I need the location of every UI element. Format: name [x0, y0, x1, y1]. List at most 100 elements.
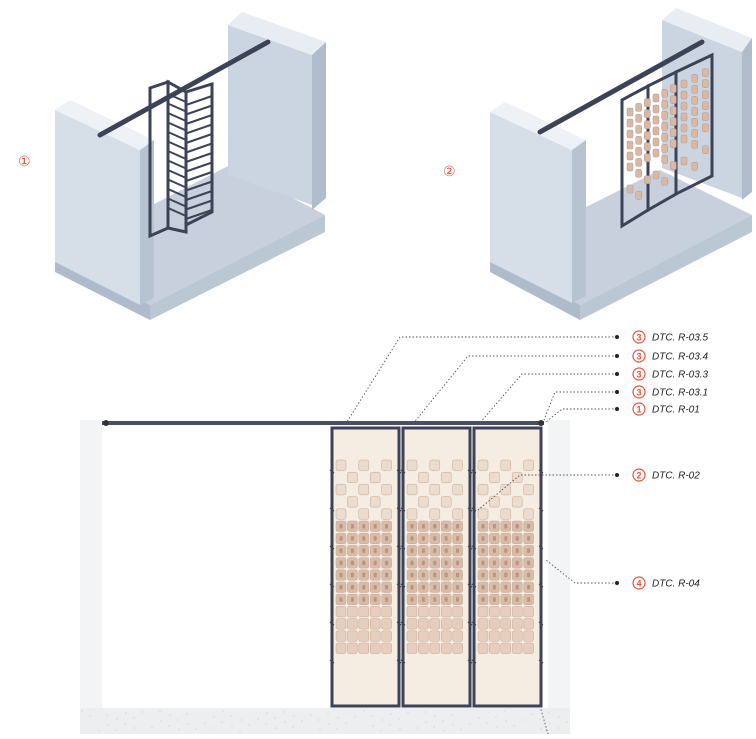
module-block [702, 145, 709, 154]
module-block [335, 508, 347, 520]
panel-clip [538, 507, 544, 512]
panel-clip [467, 469, 473, 474]
frame-rung [167, 121, 187, 132]
module-block [440, 471, 452, 483]
module-slot [481, 536, 485, 541]
module-slot [373, 548, 377, 553]
module-block [680, 134, 688, 144]
leader-lines [344, 336, 617, 735]
module-block [702, 123, 709, 132]
module-block [661, 122, 668, 131]
module-block [652, 126, 660, 136]
panel-clip [538, 469, 544, 474]
floor-speck [478, 717, 480, 719]
floor-speck [433, 726, 435, 728]
module-block [523, 459, 534, 471]
panel-clip [467, 583, 473, 588]
panel-clip [329, 659, 335, 664]
callout-label: DTC. R-03.5 [652, 333, 709, 344]
floor-speck [257, 718, 259, 720]
floor-speck [486, 722, 488, 724]
floor-speck [310, 714, 312, 716]
module-slot [444, 572, 448, 578]
callout-badge-number: 1 [636, 405, 641, 415]
floor-speck [354, 716, 356, 718]
floor-speck [177, 719, 179, 721]
module-block [644, 120, 651, 129]
floor-speck [319, 729, 321, 731]
frame-rung [185, 152, 213, 163]
floor-speck [293, 715, 295, 717]
callout-list: 3 DTC. R-03.5 3 DTC. R-03.4 3 DTC. R-03.… [615, 330, 709, 590]
frame-rung [167, 207, 187, 217]
module-slot [444, 560, 448, 566]
module-slot [527, 548, 531, 553]
module-slot [362, 572, 366, 578]
panel-clip [329, 545, 335, 550]
module-slot [373, 585, 377, 590]
floor-speck [452, 724, 454, 726]
panel-clip [467, 659, 473, 664]
panel-clip [396, 545, 402, 550]
module-slot [362, 560, 366, 566]
module-slot [385, 585, 389, 590]
module-slot [350, 548, 354, 553]
module-block [418, 618, 429, 630]
module-block [406, 606, 418, 618]
callout-badge [632, 367, 646, 381]
panel-clip [471, 507, 477, 512]
module-block [680, 90, 688, 100]
floor-speck [134, 727, 136, 729]
floor-speck [301, 720, 303, 722]
frame-rung [185, 142, 213, 154]
module-block [381, 630, 392, 642]
module-slot [339, 548, 343, 553]
screen-panels [329, 426, 544, 708]
module-slot [492, 536, 496, 541]
module-slot [504, 560, 508, 566]
step-label-2: ② [443, 163, 456, 179]
callout-badge-number: 3 [636, 388, 641, 398]
frame-rungs [167, 93, 213, 220]
module-block [680, 101, 688, 111]
module-block [644, 98, 651, 107]
module-block [381, 484, 392, 496]
callout-badge [632, 330, 646, 344]
callout-label: DTC. R-03.3 [652, 370, 709, 381]
module-block [652, 170, 660, 180]
module-slot [421, 524, 425, 529]
module-slot [385, 572, 389, 578]
module-slot [456, 585, 460, 590]
elevation-wall-right [548, 420, 570, 710]
module-block [670, 117, 677, 126]
module-block [406, 618, 418, 630]
panel-clip [396, 507, 402, 512]
module-slot [350, 560, 354, 566]
module-slot [515, 560, 519, 566]
module-slot [410, 572, 414, 578]
module-slot [433, 597, 437, 602]
module-block [452, 508, 463, 520]
module-block [477, 508, 489, 520]
callout-dtc-r-01: 1 DTC. R-01 [615, 402, 700, 416]
floor-speck [371, 715, 373, 717]
frame-rung [185, 199, 213, 211]
module-slot [456, 560, 460, 566]
module-block [418, 642, 429, 654]
module-block [500, 606, 512, 618]
rail-end-left [103, 420, 109, 426]
floor-speck [274, 717, 276, 719]
module-block [670, 84, 677, 93]
callout-dtc-r-02: 2 DTC. R-02 [615, 468, 700, 482]
module-slot [527, 597, 531, 602]
module-slot [421, 597, 425, 602]
module-block [477, 459, 489, 471]
module-block [652, 115, 660, 125]
module-slot [481, 585, 485, 590]
module-slot [350, 524, 354, 529]
module-block [626, 129, 634, 139]
floor-speck [239, 730, 241, 732]
module-block [358, 606, 370, 618]
frame-rung [167, 178, 187, 189]
screen-panel [471, 426, 544, 708]
